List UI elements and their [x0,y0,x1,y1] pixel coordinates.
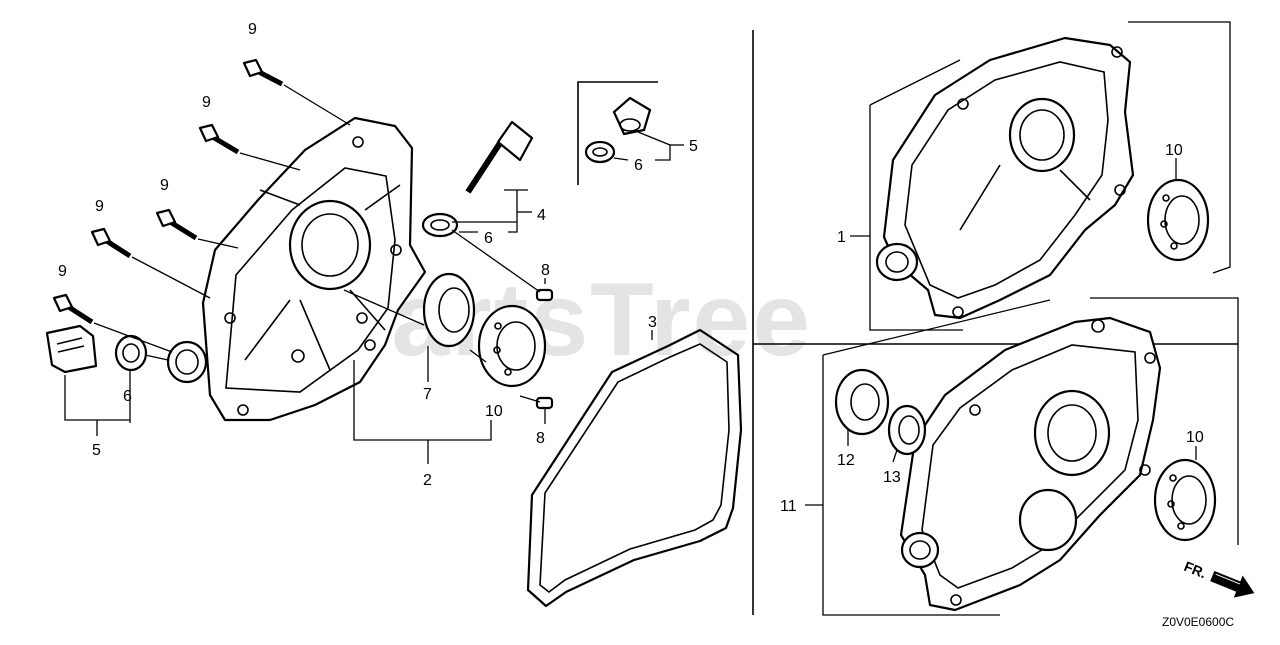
ball-bearing [1146,178,1210,262]
ref-number: 13 [883,469,901,486]
diagram-code: Z0V0E0600C [1162,615,1234,629]
front-direction-arrow [1210,570,1255,598]
flange-bolt [52,293,94,325]
ref-number: 1 [837,229,846,246]
crankcase-gasket [526,328,743,608]
ref-number: 9 [95,198,104,215]
ref-number: 4 [537,207,546,224]
ref-number: 8 [541,262,550,279]
dipstick [465,120,534,194]
oil-filler-cap [45,324,98,374]
assembly-bracket-1 [869,105,963,331]
dipstick-seal [421,212,459,238]
assembly-bracket-11 [822,355,1000,616]
o-ring-seal-inset [584,140,616,164]
dowel-pin [535,288,554,302]
flange-bolt [155,208,198,241]
ref-number: 9 [58,263,67,280]
ref-number: 9 [160,177,169,194]
crankcase-cover-assembly-11 [899,316,1162,612]
crankcase-cover-main [201,116,427,422]
ref-number: 3 [648,314,657,331]
crankcase-cover-assembly-1 [875,36,1135,320]
ref-number: 10 [1165,142,1183,159]
oil-filler-cap-inset [612,96,652,136]
reference-numbers: 9 9 9 9 9 5 6 4 6 8 3 7 10 8 2 5 6 1 10 … [58,21,1204,515]
ref-number: 10 [1186,429,1204,446]
flange-bolt [90,227,132,259]
ball-bearing [834,368,890,436]
ref-number: 5 [689,138,698,155]
inset-bracket [577,81,658,185]
ref-number: 6 [123,388,132,405]
flange-bolt [242,58,284,87]
ref-number: 10 [485,403,503,420]
ref-number: 2 [423,472,432,489]
front-direction-label: FR. [1182,558,1209,581]
ref-number: 9 [202,94,211,111]
o-ring-seal [114,334,148,372]
oil-seal [422,272,476,348]
ref-number: 6 [634,157,643,174]
dowel-pin [535,396,554,410]
callout-leaders-left [64,84,684,464]
ref-number: 6 [484,230,493,247]
ball-bearing [477,304,547,388]
filler-neck [166,340,208,384]
flange-bolt [198,123,240,155]
needle-bearing [887,404,927,456]
ref-number: 7 [423,386,432,403]
ball-bearing [1153,458,1217,542]
ref-number: 5 [92,442,101,459]
ref-number: 11 [780,498,797,515]
ref-number: 8 [536,430,545,447]
ref-number: 9 [248,21,257,38]
ref-number: 12 [837,452,855,469]
